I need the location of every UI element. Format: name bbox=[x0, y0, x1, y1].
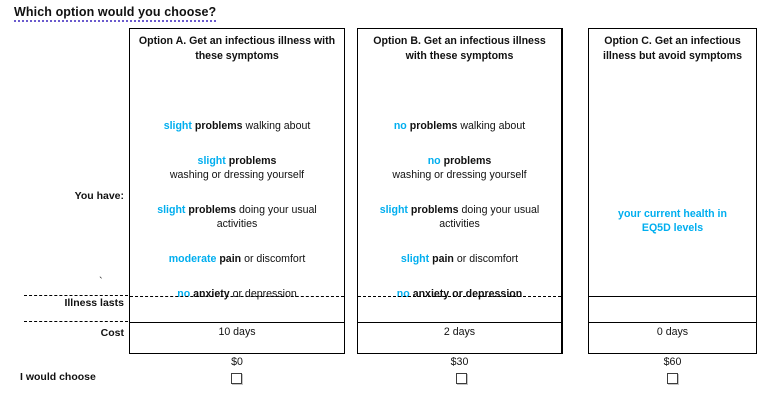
option-a-header: Option A. Get an infectious illness with… bbox=[138, 35, 336, 62]
symptom-rest: walking about bbox=[242, 120, 311, 132]
option-c-card: Option C. Get an infectious illness but … bbox=[588, 28, 757, 368]
symptom-level: no bbox=[396, 288, 410, 300]
symptom-level: no bbox=[393, 120, 407, 132]
symptom-dimension: problems bbox=[225, 155, 277, 167]
option-c-header: Option C. Get an infectious illness but … bbox=[603, 35, 742, 62]
option-b-cost-value: $30 bbox=[450, 356, 469, 368]
symptom-dimension: problems bbox=[440, 155, 492, 167]
option-a-divider-illness bbox=[130, 296, 344, 297]
option-a-divider-cost bbox=[130, 322, 344, 323]
symptom-rest: or depression bbox=[229, 288, 297, 300]
symptom-line: slight problems doing your usual activiti… bbox=[130, 203, 344, 231]
symptom-rest: or discomfort bbox=[453, 253, 519, 265]
symptom-dimension: problems bbox=[185, 204, 237, 216]
symptom-level: slight bbox=[400, 253, 430, 265]
symptom-line: slight problems washing or dressing yours… bbox=[130, 154, 344, 182]
symptom-dimension: problems bbox=[191, 120, 243, 132]
left-dashed-divider-top bbox=[24, 295, 128, 296]
symptom-line: slight problems walking about bbox=[130, 119, 344, 133]
symptom-level: slight bbox=[379, 204, 408, 216]
left-dashed-divider-bottom bbox=[24, 321, 128, 322]
symptom-dimension: pain bbox=[216, 253, 242, 265]
option-a-illness-lasts-value: 10 days bbox=[218, 326, 256, 338]
symptom-dimension: anxiety or depression bbox=[409, 288, 523, 300]
symptom-line: no anxiety or depression bbox=[130, 287, 344, 301]
option-b-card: Option B. Get an infectious illness with… bbox=[357, 28, 563, 368]
symptom-second-line: activities bbox=[439, 218, 480, 230]
page-title: Which option would you choose? bbox=[14, 5, 217, 22]
row-label-illness-lasts: Illness lasts bbox=[64, 297, 124, 309]
symptom-level: no bbox=[427, 155, 441, 167]
option-c-divider-illness bbox=[589, 296, 756, 297]
symptom-dimension: anxiety bbox=[190, 288, 230, 300]
symptom-level: slight bbox=[197, 155, 226, 167]
symptom-line: slight problems doing your usual activiti… bbox=[358, 203, 561, 231]
symptom-second-line: washing or dressing yourself bbox=[169, 169, 305, 181]
choose-option-c-checkbox[interactable] bbox=[667, 373, 678, 384]
symptom-rest: walking about bbox=[457, 120, 526, 132]
option-a-card: Option A. Get an infectious illness with… bbox=[129, 28, 345, 368]
symptom-line: moderate pain or discomfort bbox=[130, 252, 344, 266]
row-label-you-have: You have: bbox=[74, 190, 124, 202]
option-b-header: Option B. Get an infectious illness with… bbox=[373, 35, 546, 62]
option-a-cost-value: $0 bbox=[231, 356, 243, 368]
page-title-text: Which option would you choose? bbox=[14, 5, 217, 22]
option-c-statement: your current health in EQ5D levels bbox=[618, 208, 727, 234]
stray-tick-mark: ` bbox=[99, 276, 103, 288]
symptom-level: slight bbox=[163, 120, 192, 132]
symptom-level: no bbox=[177, 288, 191, 300]
choose-option-a-checkbox[interactable] bbox=[231, 373, 242, 384]
row-label-i-would-choose: I would choose bbox=[20, 371, 96, 383]
symptom-second-line: activities bbox=[216, 218, 258, 230]
choose-option-b-checkbox[interactable] bbox=[456, 373, 467, 384]
symptom-line: no problems washing or dressing yourself bbox=[358, 154, 561, 182]
symptom-level: slight bbox=[157, 204, 186, 216]
symptom-line: no problems walking about bbox=[358, 119, 561, 133]
option-b-divider-illness bbox=[358, 296, 561, 297]
symptom-rest: or discomfort bbox=[241, 253, 306, 265]
symptom-dimension: problems bbox=[406, 120, 458, 132]
option-b-divider-cost bbox=[358, 322, 561, 323]
option-c-illness-lasts-value: 0 days bbox=[656, 326, 689, 338]
symptom-second-line: washing or dressing yourself bbox=[392, 169, 527, 181]
symptom-line: slight pain or discomfort bbox=[358, 252, 561, 266]
symptom-rest: doing your usual bbox=[458, 204, 540, 216]
symptom-rest: doing your usual bbox=[236, 204, 317, 216]
symptom-dimension: problems bbox=[407, 204, 459, 216]
option-c-cost-value: $60 bbox=[663, 356, 682, 368]
option-b-illness-lasts-value: 2 days bbox=[443, 326, 476, 338]
option-c-divider-cost bbox=[589, 322, 756, 323]
symptom-line: no anxiety or depression bbox=[358, 287, 561, 301]
symptom-level: moderate bbox=[168, 253, 217, 265]
row-label-cost: Cost bbox=[100, 327, 124, 339]
symptom-dimension: pain bbox=[429, 253, 454, 265]
